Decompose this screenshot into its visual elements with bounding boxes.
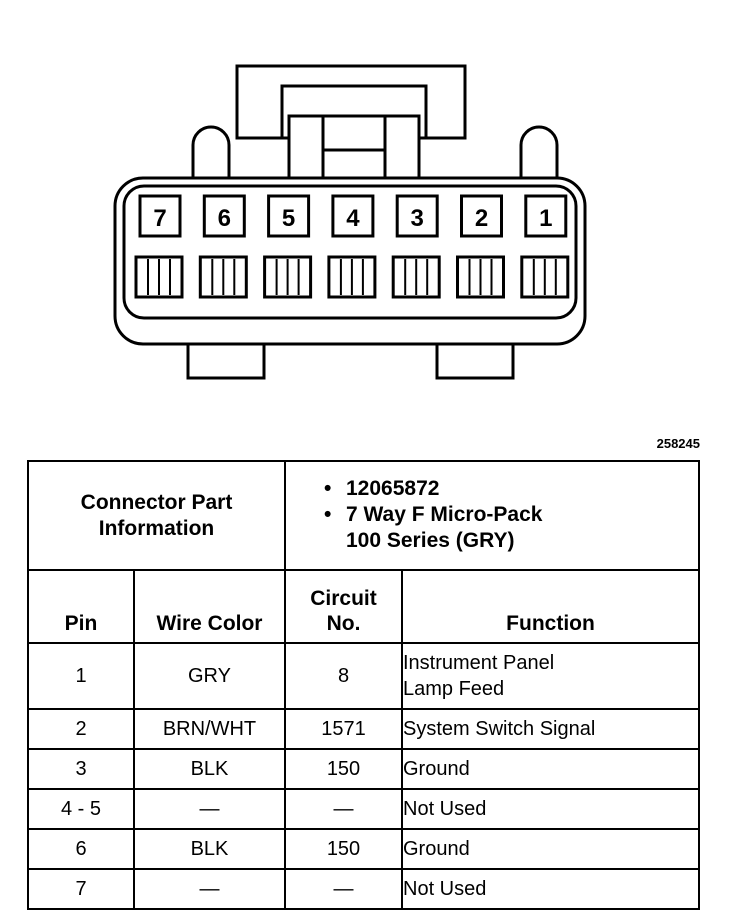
pin-number-box: [524, 194, 568, 238]
connector-description-line2: 100 Series (GRY): [346, 529, 515, 552]
left-post: [191, 125, 231, 182]
cell-circuit: —: [284, 788, 403, 830]
connector-face-diagram: 7 6 5 4 3 2 1: [113, 64, 587, 380]
col-header-pin: Pin: [27, 569, 135, 644]
part-number: 12065872: [346, 477, 440, 500]
pin-number-label: 2: [475, 205, 488, 232]
table-row: 7 — — Not Used: [27, 868, 700, 910]
cell-wire-color: GRY: [133, 642, 286, 710]
connector-info-table: Connector Part Information • 12065872 • 7 …: [27, 460, 700, 910]
bullet-icon: •: [324, 477, 332, 500]
cell-function-line2: Lamp Feed: [403, 678, 505, 700]
cell-function: Ground: [401, 748, 700, 790]
cell-circuit: 1571: [284, 708, 403, 750]
cell-wire-color: BLK: [133, 828, 286, 870]
pin-number-label: 5: [282, 205, 295, 232]
pin-number-box: [138, 194, 182, 238]
cell-pin: 2: [27, 708, 135, 750]
cell-pin: 6: [27, 828, 135, 870]
cell-wire-color: BLK: [133, 748, 286, 790]
col-header-function: Function: [401, 569, 700, 644]
bullet-icon: •: [324, 503, 332, 526]
cell-wire-color: —: [133, 788, 286, 830]
cell-function: Ground: [401, 828, 700, 870]
cell-function-line1: Instrument Panel: [403, 652, 555, 674]
table-row: 3 BLK 150 Ground: [27, 748, 700, 790]
pin-number-box: [460, 194, 503, 238]
cell-circuit: 150: [284, 828, 403, 870]
table-row: 6 BLK 150 Ground: [27, 828, 700, 870]
cell-wire-color: —: [133, 868, 286, 910]
cell-function: System Switch Signal: [401, 708, 700, 750]
pin-number-label: 4: [346, 205, 360, 232]
cell-circuit: —: [284, 868, 403, 910]
connector-description-line1: 7 Way F Micro-Pack: [346, 503, 543, 526]
cell-circuit: 8: [284, 642, 403, 710]
pin-number-label: 6: [218, 205, 231, 232]
figure-id: 258245: [656, 436, 700, 451]
pin-number-label: 1: [539, 205, 552, 232]
col-header-circuit: Circuit No.: [284, 569, 403, 644]
cell-pin: 7: [27, 868, 135, 910]
pin-number-box: [395, 194, 439, 238]
cell-pin: 3: [27, 748, 135, 790]
cell-circuit: 150: [284, 748, 403, 790]
part-specs-cell: • 12065872 • 7 Way F Micro-Pack 100 Series…: [284, 460, 700, 571]
part-info-label-line1: Connector Part: [80, 490, 233, 514]
col-header-circuit-line2: No.: [326, 612, 361, 635]
part-info-label-line2: Information: [98, 516, 215, 540]
pin-number-box: [331, 194, 375, 238]
part-info-label-cell: Connector Part Information: [27, 460, 286, 571]
col-header-wire-color: Wire Color: [133, 569, 286, 644]
col-header-circuit-line1: Circuit: [310, 587, 377, 610]
cell-function: Not Used: [401, 868, 700, 910]
pin-number-label: 3: [411, 205, 424, 232]
table-row: 4 - 5 — — Not Used: [27, 788, 700, 830]
cell-function: Instrument Panel Lamp Feed: [401, 642, 700, 710]
cell-pin: 1: [27, 642, 135, 710]
right-post: [519, 125, 559, 182]
pin-number-label: 7: [153, 205, 166, 232]
cell-function: Not Used: [401, 788, 700, 830]
cell-pin: 4 - 5: [27, 788, 135, 830]
table-row: 2 BRN/WHT 1571 System Switch Signal: [27, 708, 700, 750]
pin-number-box: [267, 194, 311, 238]
cell-wire-color: BRN/WHT: [133, 708, 286, 750]
pin-number-box: [202, 194, 246, 238]
table-row: 1 GRY 8 Instrument Panel Lamp Feed: [27, 642, 700, 710]
